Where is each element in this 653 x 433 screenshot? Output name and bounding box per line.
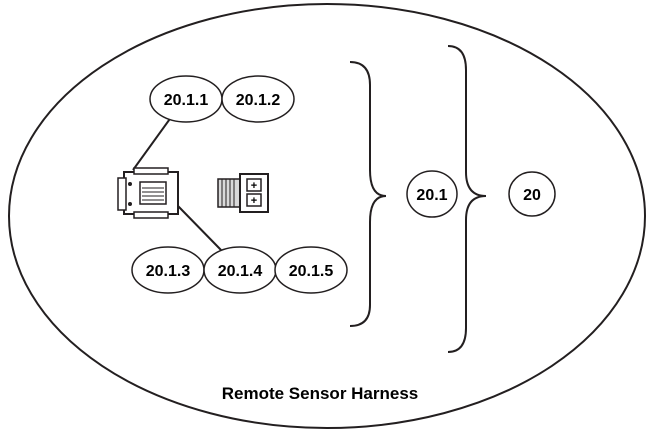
callout-20-1-2[interactable]: 20.1.2	[221, 75, 295, 123]
leader-line-20-1-4	[177, 205, 222, 251]
callout-20-1-2-label: 20.1.2	[236, 92, 281, 109]
connector-front-view-icon: + +	[217, 173, 269, 213]
callout-20-1[interactable]: 20.1	[406, 170, 458, 218]
connector-side-view-icon	[117, 167, 179, 219]
callout-20[interactable]: 20	[508, 171, 556, 217]
callout-20-1-1[interactable]: 20.1.1	[149, 75, 223, 123]
callout-20-1-3-label: 20.1.3	[146, 263, 191, 280]
brace-20-1	[349, 61, 387, 327]
leader-line-20-1-1	[132, 115, 173, 171]
callout-20-1-label: 20.1	[416, 187, 447, 204]
connector-pin-2: +	[251, 195, 257, 207]
connector-pin-1: +	[251, 180, 257, 192]
callout-20-1-1-label: 20.1.1	[164, 92, 209, 109]
callout-20-1-5-label: 20.1.5	[289, 263, 334, 280]
callout-20-1-5[interactable]: 20.1.5	[274, 246, 348, 294]
callout-20-1-4-label: 20.1.4	[218, 263, 263, 280]
callout-20-1-3[interactable]: 20.1.3	[131, 246, 205, 294]
callout-20-label: 20	[523, 187, 541, 204]
harness-boundary-ellipse	[8, 3, 646, 429]
brace-20	[447, 45, 487, 353]
callout-20-1-4[interactable]: 20.1.4	[203, 246, 277, 294]
diagram-title: Remote Sensor Harness	[222, 384, 419, 403]
